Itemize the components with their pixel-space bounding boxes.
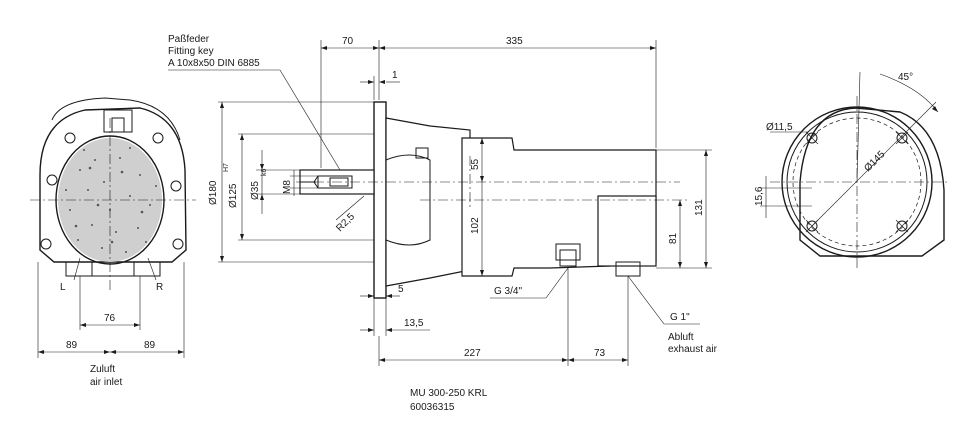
dim-15-6: 15,6 (754, 186, 765, 206)
dim-d125: Ø125 (228, 183, 239, 208)
article-number: 60036315 (410, 402, 455, 413)
label-exhaust-en: exhaust air (668, 344, 718, 355)
front-view-inlet: L R 76 89 89 Zuluft air inlet (30, 97, 196, 388)
label-exhaust-de: Abluft (668, 332, 694, 343)
label-side-left: L (60, 282, 66, 293)
dim-131: 131 (694, 199, 705, 216)
label-key-spec: A 10x8x50 DIN 6885 (168, 58, 260, 69)
label-key-en: Fitting key (168, 46, 214, 57)
label-inlet-en: air inlet (90, 377, 122, 388)
dim-r25: R2,5 (334, 211, 357, 234)
dim-d125-tol: H7 (223, 163, 230, 172)
side-view: 70 335 1 Paßfeder Fitting key A 10x8x50 … (168, 34, 718, 413)
dim-d180: Ø180 (208, 180, 219, 205)
dim-d145: Ø145 (862, 149, 887, 174)
dim-89-right: 89 (144, 340, 156, 351)
dim-5: 5 (398, 284, 404, 295)
dim-d35: Ø35 (250, 181, 261, 200)
dim-227: 227 (464, 348, 481, 359)
dim-55: 55 (470, 158, 481, 170)
dim-89-left: 89 (66, 340, 78, 351)
dim-335: 335 (506, 36, 523, 47)
bolt-holes (805, 131, 909, 233)
flange-view: 45° Ø11,5 Ø145 15,6 (754, 71, 950, 270)
dim-13-5: 13,5 (404, 318, 424, 329)
dim-81: 81 (668, 232, 679, 244)
dim-1: 1 (392, 70, 398, 81)
dim-d35-tol: k6 (261, 169, 268, 177)
model-number: MU 300-250 KRL (410, 388, 488, 399)
filter-texture (65, 147, 157, 253)
label-side-right: R (156, 282, 163, 293)
dim-102: 102 (470, 217, 481, 234)
dim-45-deg: 45° (898, 72, 913, 83)
label-inlet-de: Zuluft (90, 364, 115, 375)
label-port-exhaust: G 1" (670, 312, 690, 323)
dim-70: 70 (342, 36, 354, 47)
dim-m8: M8 (282, 180, 293, 194)
dim-d11-5: Ø11,5 (766, 122, 793, 133)
label-key-de: Paßfeder (168, 34, 210, 45)
dim-73: 73 (594, 348, 606, 359)
dim-76: 76 (104, 313, 116, 324)
label-port-inlet: G 3/4" (494, 286, 522, 297)
